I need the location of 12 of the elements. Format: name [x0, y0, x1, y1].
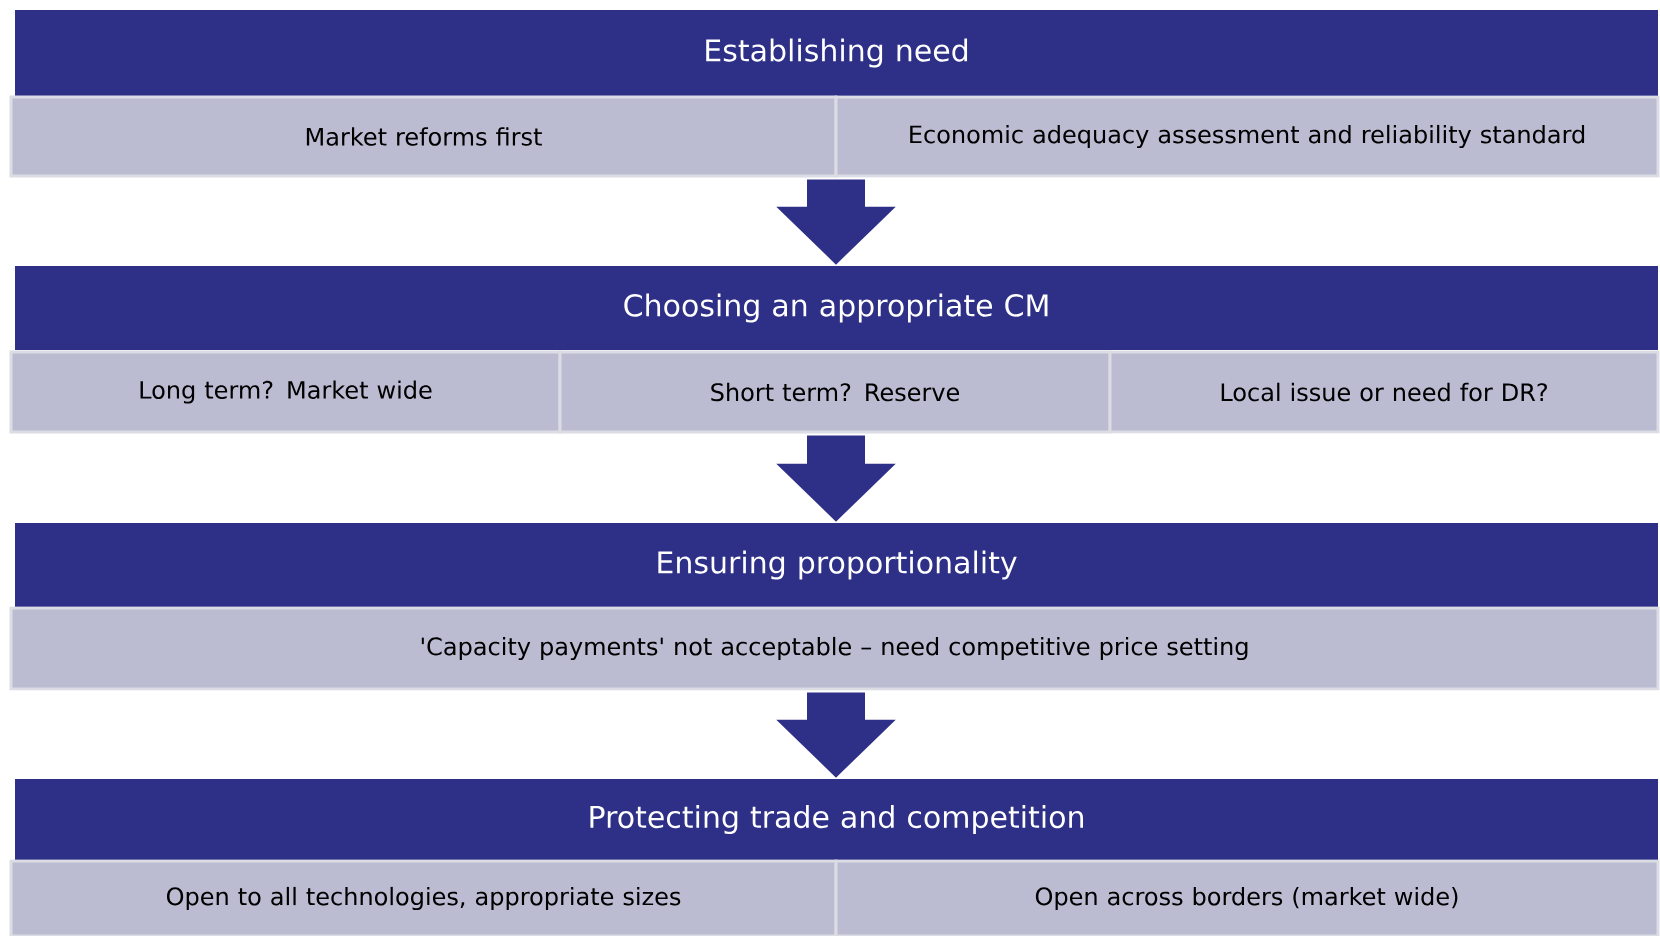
criterion-box: Open to all technologies, appropriate sizes	[9, 859, 838, 936]
criterion-box: 'Capacity payments' not acceptable – need competitive price setting	[9, 606, 1660, 691]
criterion-box: Open across borders (market wide)	[834, 859, 1660, 936]
criterion-box: Short term? Reserve	[558, 350, 1112, 434]
stage-header: Choosing an appropriate CM	[15, 266, 1658, 350]
criterion-box: Local issue or need for DR?	[1108, 350, 1660, 434]
criterion-box: Economic adequacy assessment and reliability standard	[834, 95, 1660, 178]
criterion-box: Long term? Market wide	[9, 350, 562, 434]
criterion-box: Market reforms first	[9, 95, 838, 178]
stage-header: Establishing need	[15, 10, 1658, 96]
stage-header: Ensuring proportionality	[15, 523, 1658, 607]
stage-header: Protecting trade and competition	[15, 779, 1658, 860]
